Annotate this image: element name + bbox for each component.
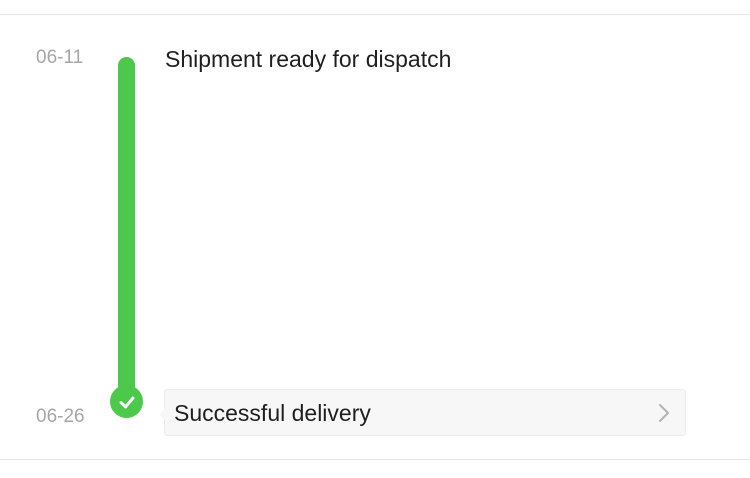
delivery-status-card[interactable]: Successful delivery bbox=[159, 389, 686, 436]
check-circle-icon bbox=[110, 385, 143, 418]
card-pointer bbox=[159, 408, 165, 420]
delivery-status-label: Successful delivery bbox=[174, 399, 371, 426]
chevron-right-icon bbox=[659, 403, 669, 422]
event-date-end: 06-26 bbox=[36, 406, 85, 427]
checkmark-icon bbox=[119, 396, 134, 408]
event-title-dispatch: Shipment ready for dispatch bbox=[165, 46, 452, 72]
event-date-start: 06-11 bbox=[36, 47, 84, 68]
bottom-divider bbox=[0, 459, 750, 460]
top-divider bbox=[0, 14, 750, 15]
timeline-progress-track bbox=[118, 57, 135, 400]
